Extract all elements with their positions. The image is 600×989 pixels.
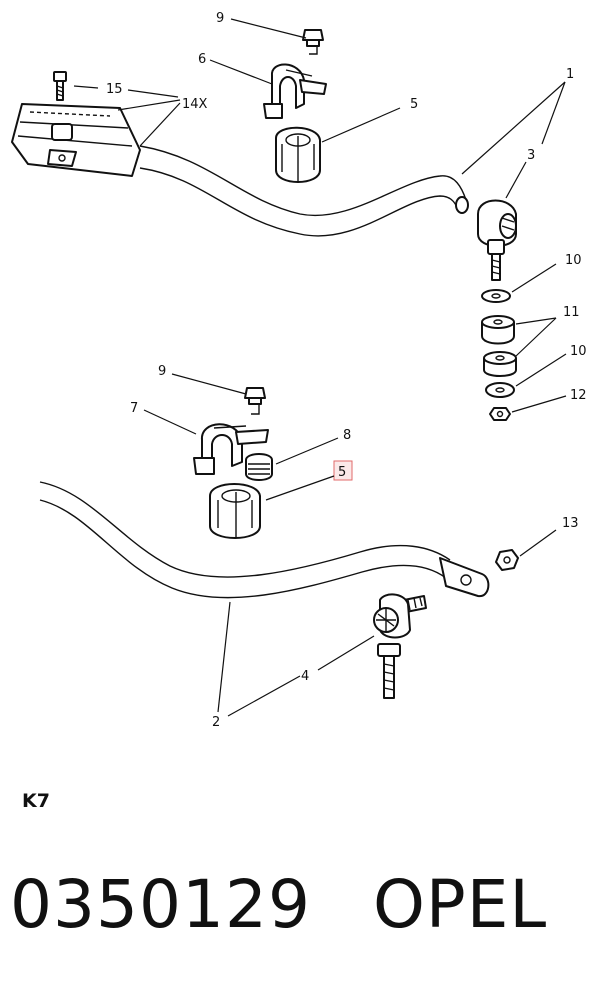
clamp-6 (263, 63, 327, 119)
shield-plate (11, 103, 141, 177)
callout-2: 2 (212, 715, 220, 730)
callout-15: 15 (106, 82, 123, 97)
bush-5-top (275, 126, 321, 183)
callout-4: 4 (301, 669, 309, 684)
section-code: K7 (22, 790, 50, 812)
callout-14x: 14X (182, 97, 208, 112)
link-3 (477, 199, 517, 281)
callout-8: 8 (343, 428, 351, 443)
nut-12 (489, 407, 511, 421)
highlight-box (333, 460, 353, 481)
callout-9-top: 9 (216, 11, 224, 26)
callout-6: 6 (198, 52, 206, 67)
washer-10-a (481, 289, 511, 303)
bolt-9-top (302, 29, 324, 55)
bush-11-lower (483, 351, 517, 377)
brand-name: OPEL (372, 866, 548, 943)
callout-3: 3 (527, 148, 535, 163)
callout-1: 1 (566, 67, 574, 82)
clip-8 (245, 453, 273, 481)
leader-lines (73, 18, 567, 717)
callout-13: 13 (562, 516, 579, 531)
callout-5-boxed: 5 (338, 465, 346, 480)
callout-5-top: 5 (410, 97, 418, 112)
part-number: 0350129 (10, 866, 311, 943)
washer-10-b (485, 382, 515, 398)
stabilizer-bar-upper (139, 145, 469, 237)
bush-11-upper (481, 315, 515, 345)
callout-7: 7 (130, 401, 138, 416)
stabilizer-bar-lower (39, 481, 490, 599)
part-line: 0350129 OPEL (10, 866, 547, 943)
callout-10-b: 10 (570, 344, 587, 359)
link-4 (373, 593, 427, 699)
bush-5-bottom (209, 483, 261, 539)
clamp-7 (193, 423, 269, 475)
bolt-9-bottom (244, 387, 266, 415)
stabilizer-exploded-diagram: 9 6 15 14X 5 1 3 10 11 10 12 9 7 8 5 13 … (11, 11, 587, 730)
callout-10-a: 10 (565, 253, 582, 268)
nut-13 (495, 549, 519, 571)
callout-11: 11 (563, 305, 580, 320)
bolt-15 (53, 71, 67, 101)
callout-12: 12 (570, 388, 587, 403)
callout-9-bottom: 9 (158, 364, 166, 379)
